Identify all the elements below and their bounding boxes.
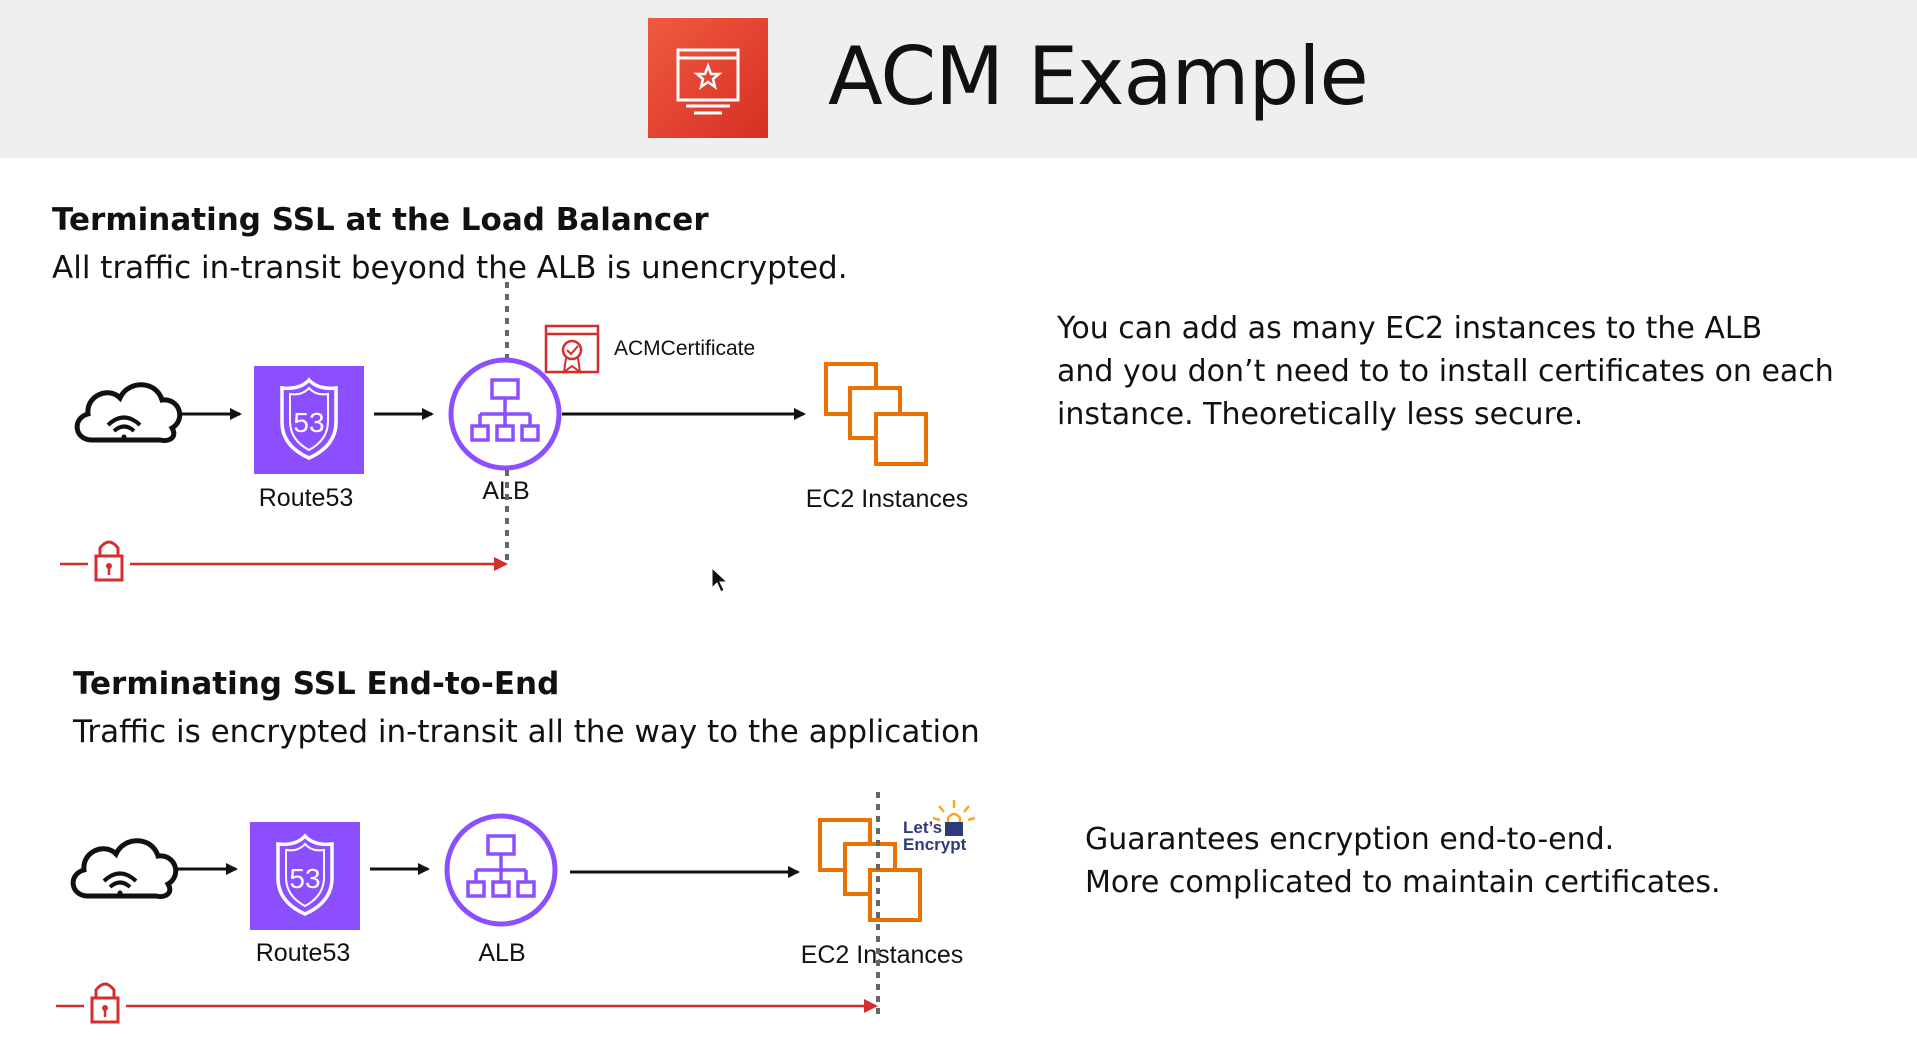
alb-label: ALB xyxy=(482,477,529,505)
internet-cloud-icon xyxy=(74,382,183,443)
route53-badge-number: 53 xyxy=(293,407,324,438)
section2-subtitle: Traffic is encrypted in-transit all the … xyxy=(73,714,980,750)
note-line: Guarantees encryption end-to-end. xyxy=(1085,822,1615,857)
section2-heading: Terminating SSL End-to-End xyxy=(73,666,560,702)
route53-icon: 53 xyxy=(250,822,360,930)
lets-encrypt-text-1: Let’s xyxy=(903,818,942,837)
ec2-instances-icon xyxy=(818,818,922,922)
ec2-label: EC2 Instances xyxy=(806,485,969,513)
route53-label: Route53 xyxy=(259,484,354,512)
lets-encrypt-logo: Let’s Encrypt xyxy=(903,800,976,854)
acm-certificate-icon xyxy=(544,324,600,375)
internet-cloud-icon xyxy=(70,838,179,899)
lock-icon xyxy=(94,540,124,582)
sun-icon xyxy=(932,800,976,822)
route53-icon: 53 xyxy=(254,366,364,474)
alb-label: ALB xyxy=(478,939,525,967)
section1-diagram: 53 Route53 ALB ACMCertif xyxy=(60,282,969,593)
lets-encrypt-lock-icon xyxy=(945,812,963,836)
mouse-cursor-icon xyxy=(711,566,729,593)
section1-note: You can add as many EC2 instances to the… xyxy=(1057,307,1834,436)
ec2-label: EC2 Instances xyxy=(801,941,964,969)
route53-label: Route53 xyxy=(256,939,351,967)
note-line: instance. Theoretically less secure. xyxy=(1057,397,1584,432)
certificate-manager-icon xyxy=(648,18,768,138)
alb-icon xyxy=(444,813,558,927)
note-line: and you don’t need to to install certifi… xyxy=(1057,354,1834,389)
route53-badge-number: 53 xyxy=(289,863,320,894)
section1-subtitle: All traffic in-transit beyond the ALB is… xyxy=(52,250,848,286)
note-line: You can add as many EC2 instances to the… xyxy=(1057,311,1763,346)
section2-diagram: 53 Route53 ALB EC2 Instances xyxy=(56,792,976,1024)
alb-icon xyxy=(448,357,562,471)
section2-note: Guarantees encryption end-to-end. More c… xyxy=(1085,818,1721,904)
header-bar: ACM Example xyxy=(0,0,1917,158)
section1-heading: Terminating SSL at the Load Balancer xyxy=(52,202,709,238)
ec2-instances-icon xyxy=(824,362,928,466)
page-title: ACM Example xyxy=(828,30,1369,123)
lock-icon xyxy=(90,982,120,1024)
acm-certificate-label: ACMCertificate xyxy=(614,337,755,360)
note-line: More complicated to maintain certificate… xyxy=(1085,865,1721,900)
lets-encrypt-text-2: Encrypt xyxy=(903,835,967,854)
